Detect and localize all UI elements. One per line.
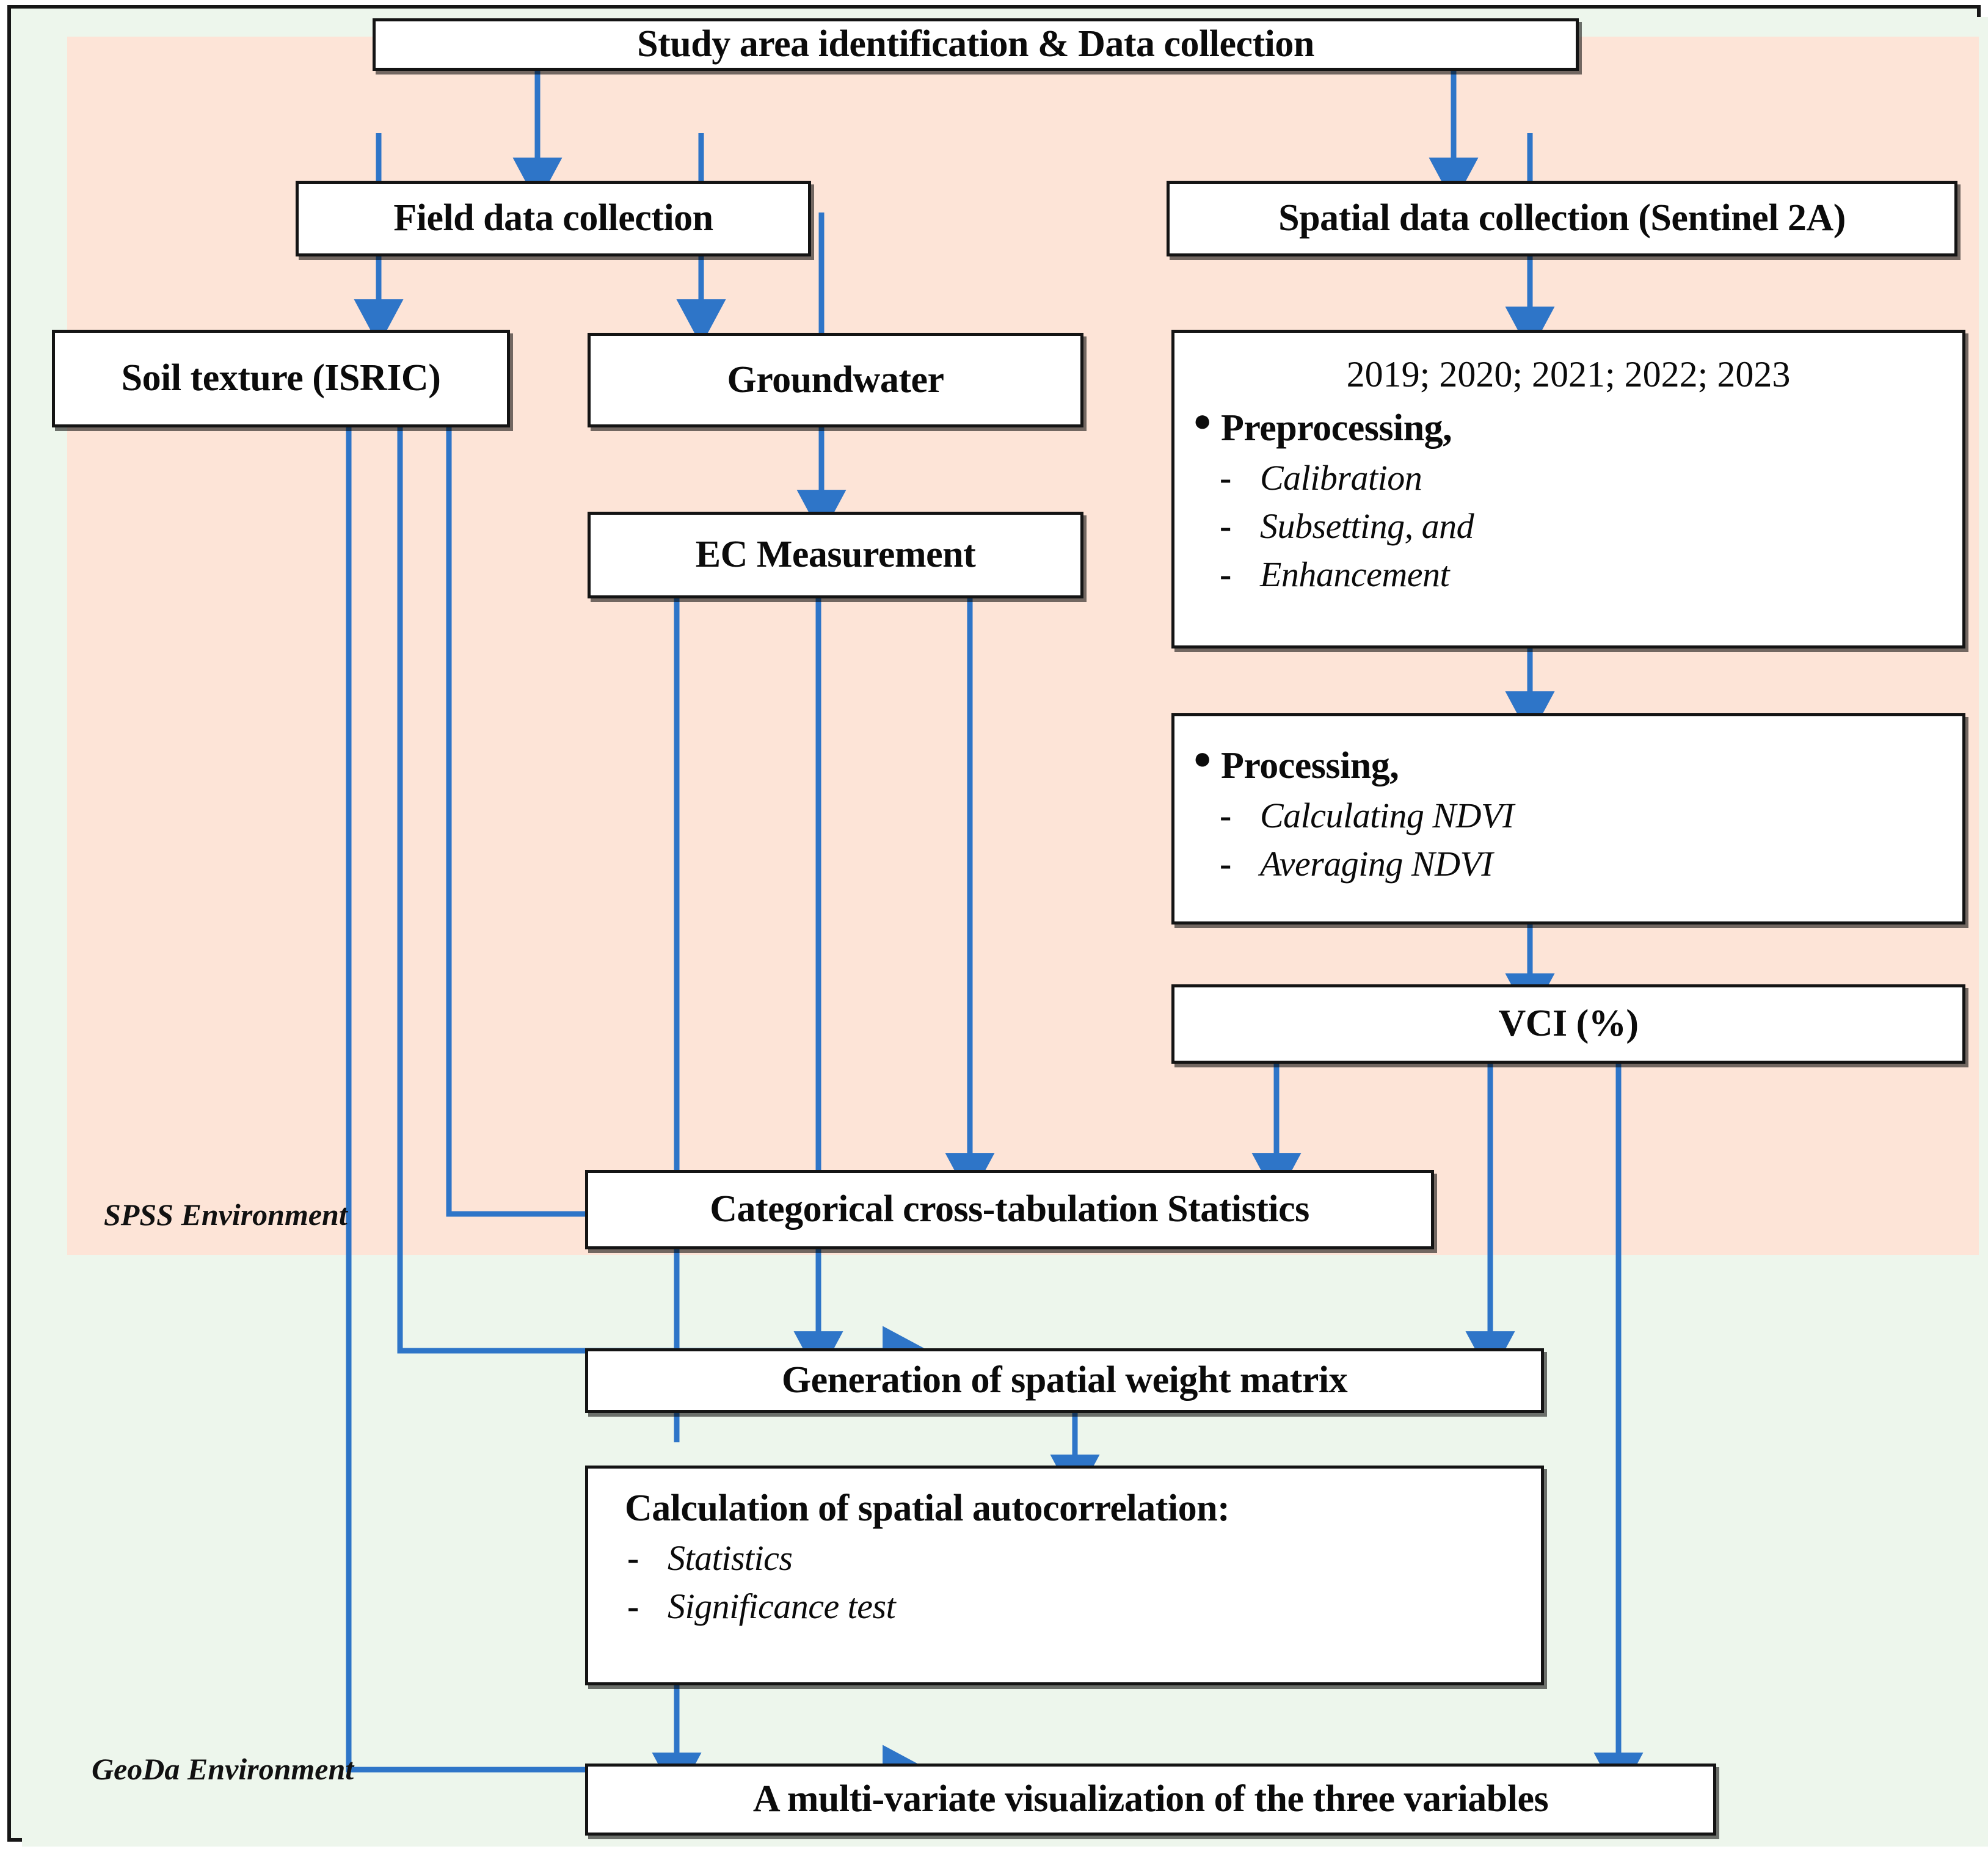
node-final-visualization-label: A multi-variate visualization of the thr… (752, 1778, 1549, 1820)
dash-icon: - (1220, 554, 1231, 594)
dash-icon: - (1220, 506, 1231, 546)
dash-icon: - (1220, 458, 1231, 498)
preprocessing-item-1: - Subsetting, and (1220, 506, 1944, 547)
autocorrelation-item-0-label: Statistics (668, 1538, 793, 1578)
node-groundwater-label: Groundwater (727, 358, 944, 401)
preprocessing-item-2-label: Enhancement (1260, 554, 1450, 594)
dash-icon: - (627, 1586, 639, 1626)
processing-bullet: ● Processing, (1193, 743, 1944, 788)
node-weight-matrix-label: Generation of spatial weight matrix (781, 1359, 1348, 1401)
processing-item-0: - Calculating NDVI (1220, 795, 1944, 836)
preprocessing-item-0-label: Calibration (1260, 458, 1422, 498)
spss-environment-label: SPSS Environment (104, 1197, 348, 1232)
preprocessing-bullet: ● Preprocessing, (1193, 405, 1944, 450)
processing-item-1-label: Averaging NDVI (1260, 844, 1493, 884)
preprocessing-years: 2019; 2020; 2021; 2022; 2023 (1346, 354, 1791, 394)
bullet-dot-icon: ● (1193, 741, 1212, 776)
geoda-environment-label: GeoDa Environment (92, 1752, 354, 1786)
node-soil-texture[interactable]: Soil texture (ISRIC) (52, 330, 510, 427)
node-final-visualization[interactable]: A multi-variate visualization of the thr… (585, 1764, 1716, 1836)
node-soil-texture-label: Soil texture (ISRIC) (121, 357, 441, 399)
node-weight-matrix[interactable]: Generation of spatial weight matrix (585, 1348, 1544, 1413)
autocorrelation-item-1-label: Significance test (668, 1586, 896, 1626)
preprocessing-item-2: - Enhancement (1220, 554, 1944, 595)
preprocessing-item-1-label: Subsetting, and (1260, 506, 1474, 546)
node-cross-tabulation[interactable]: Categorical cross-tabulation Statistics (585, 1170, 1434, 1249)
dash-icon: - (627, 1538, 639, 1578)
node-cross-tabulation-label: Categorical cross-tabulation Statistics (710, 1188, 1309, 1230)
node-field-data-collection[interactable]: Field data collection (296, 181, 811, 256)
node-ec-measurement[interactable]: EC Measurement (588, 512, 1083, 598)
node-spatial-data-collection-label: Spatial data collection (Sentinel 2A) (1278, 197, 1846, 239)
processing-bullet-label: Processing, (1221, 745, 1399, 786)
node-preprocessing[interactable]: 2019; 2020; 2021; 2022; 2023 ● Preproces… (1171, 330, 1965, 648)
bullet-dot-icon: ● (1193, 404, 1212, 438)
autocorrelation-item-1: - Significance test (627, 1586, 1523, 1627)
dash-icon: - (1220, 844, 1231, 884)
node-vci[interactable]: VCI (%) (1171, 984, 1965, 1064)
node-ec-measurement-label: EC Measurement (695, 534, 976, 576)
autocorrelation-heading: Calculation of spatial autocorrelation: (625, 1488, 1230, 1529)
autocorrelation-item-0: - Statistics (627, 1538, 1523, 1578)
node-autocorrelation[interactable]: Calculation of spatial autocorrelation: … (585, 1466, 1544, 1685)
preprocessing-item-0: - Calibration (1220, 457, 1944, 498)
processing-item-0-label: Calculating NDVI (1260, 796, 1514, 835)
node-spatial-data-collection[interactable]: Spatial data collection (Sentinel 2A) (1167, 181, 1957, 256)
node-study-area-label: Study area identification & Data collect… (637, 23, 1314, 65)
node-vci-label: VCI (%) (1498, 1003, 1639, 1045)
node-groundwater[interactable]: Groundwater (588, 333, 1083, 427)
preprocessing-bullet-label: Preprocessing, (1221, 407, 1452, 449)
node-field-data-collection-label: Field data collection (393, 197, 713, 239)
processing-item-1: - Averaging NDVI (1220, 843, 1944, 884)
dash-icon: - (1220, 796, 1231, 835)
node-study-area[interactable]: Study area identification & Data collect… (373, 18, 1579, 71)
node-processing[interactable]: ● Processing, - Calculating NDVI - Avera… (1171, 713, 1965, 924)
